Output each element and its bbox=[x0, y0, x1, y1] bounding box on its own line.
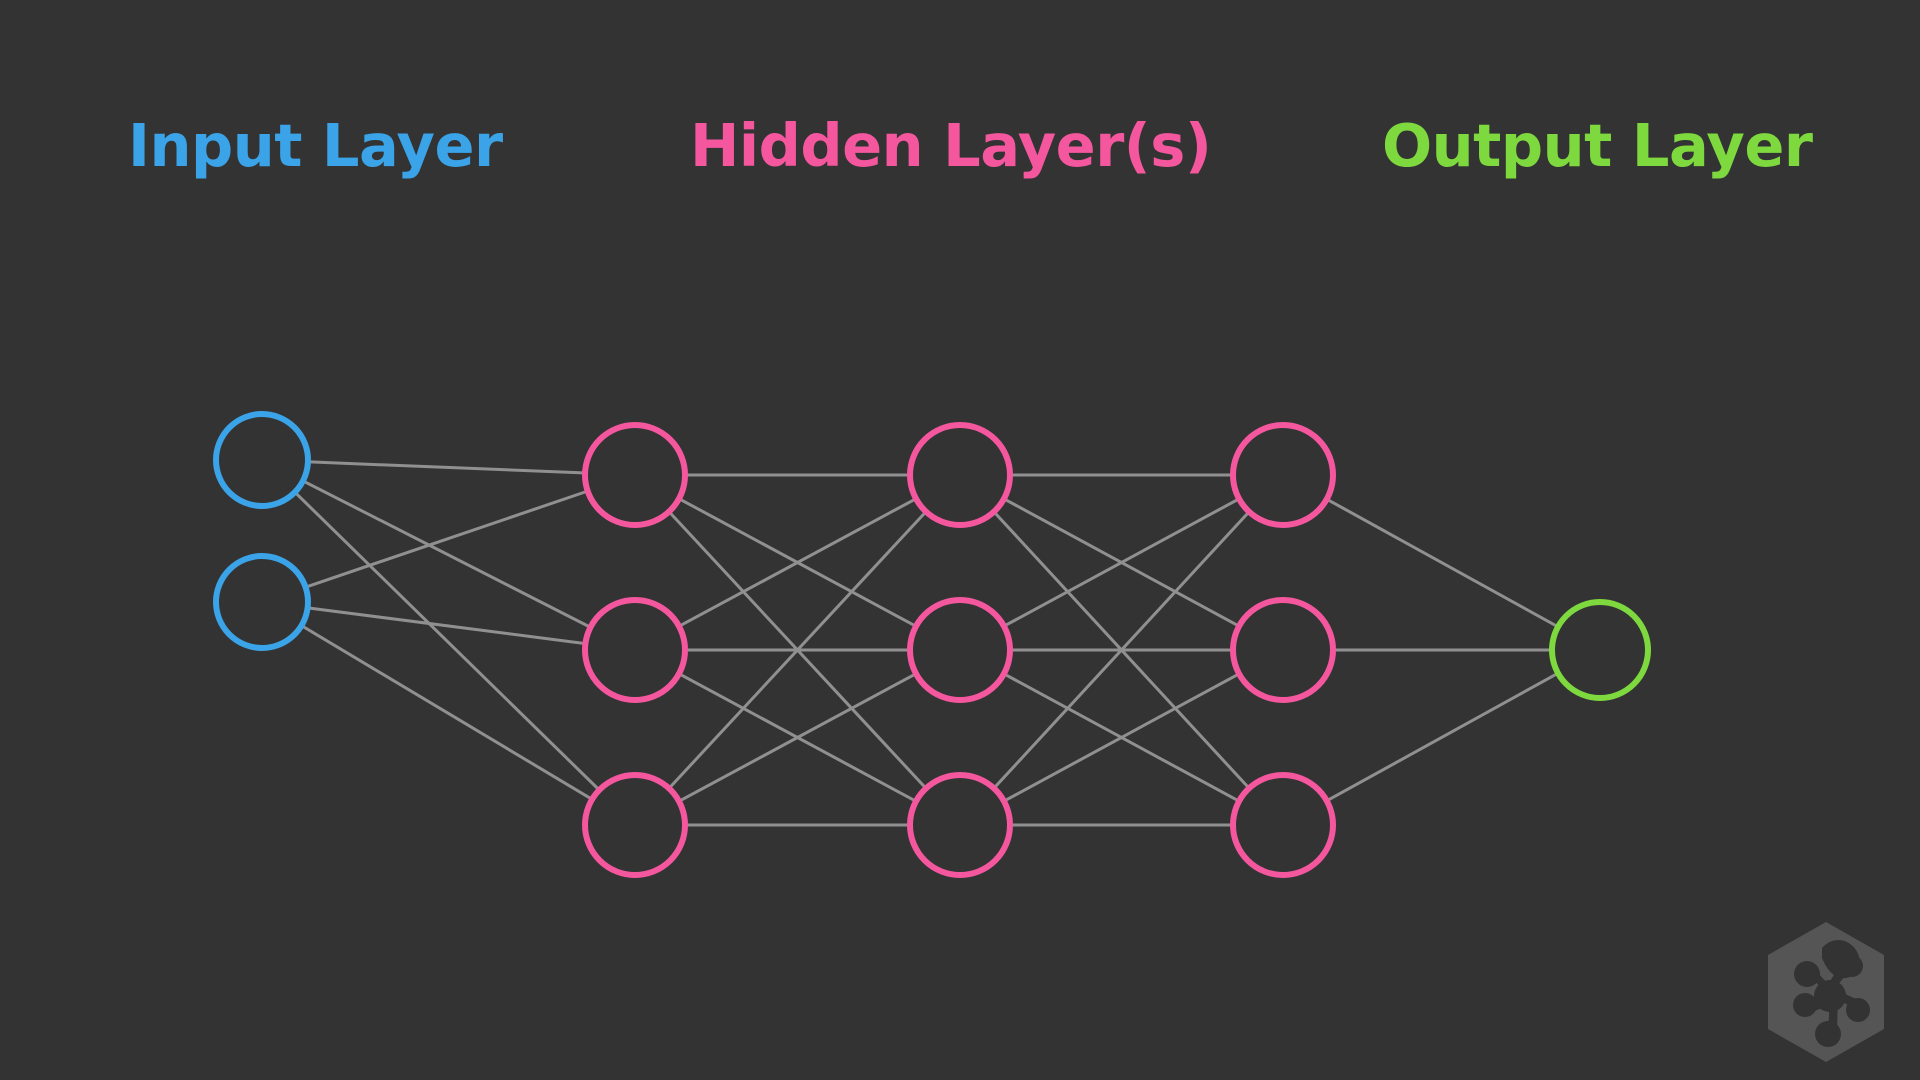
hidden1-node-1 bbox=[582, 422, 688, 528]
edge-input-2-to-hidden-1-3 bbox=[301, 625, 592, 800]
edge-hidden-2-3-to-hidden-3-2 bbox=[1004, 673, 1239, 802]
nodes-group bbox=[213, 411, 1651, 878]
edge-hidden-1-3-to-hidden-2-2 bbox=[679, 673, 916, 802]
hidden2-node-3 bbox=[907, 772, 1013, 878]
edge-input-1-to-hidden-1-3 bbox=[294, 492, 600, 791]
watermark-logo-icon bbox=[1768, 922, 1884, 1062]
output-node-1 bbox=[1549, 599, 1651, 701]
edge-input-2-to-hidden-1-2 bbox=[308, 606, 585, 645]
edge-hidden-3-1-to-output-1 bbox=[1327, 498, 1558, 628]
input-node-2 bbox=[213, 553, 311, 651]
hidden3-node-2 bbox=[1230, 597, 1336, 703]
hidden2-node-1 bbox=[907, 422, 1013, 528]
edge-input-2-to-hidden-1-1 bbox=[305, 490, 588, 589]
hidden3-node-3 bbox=[1230, 772, 1336, 878]
hidden1-node-3 bbox=[582, 772, 688, 878]
edge-hidden-3-3-to-output-1 bbox=[1327, 672, 1558, 802]
edge-hidden-2-2-to-hidden-3-1 bbox=[1004, 498, 1239, 627]
hidden3-node-1 bbox=[1230, 422, 1336, 528]
edges-group bbox=[294, 460, 1558, 827]
input-node-1 bbox=[213, 411, 311, 509]
edge-hidden-1-2-to-hidden-2-1 bbox=[679, 498, 916, 627]
edge-input-1-to-hidden-1-1 bbox=[308, 460, 585, 475]
hidden1-node-2 bbox=[582, 597, 688, 703]
hidden2-node-2 bbox=[907, 597, 1013, 703]
edge-hidden-2-3-to-hidden-3-1 bbox=[993, 511, 1250, 789]
edge-hidden-1-3-to-hidden-2-1 bbox=[668, 511, 927, 789]
edge-input-1-to-hidden-1-2 bbox=[303, 480, 591, 628]
